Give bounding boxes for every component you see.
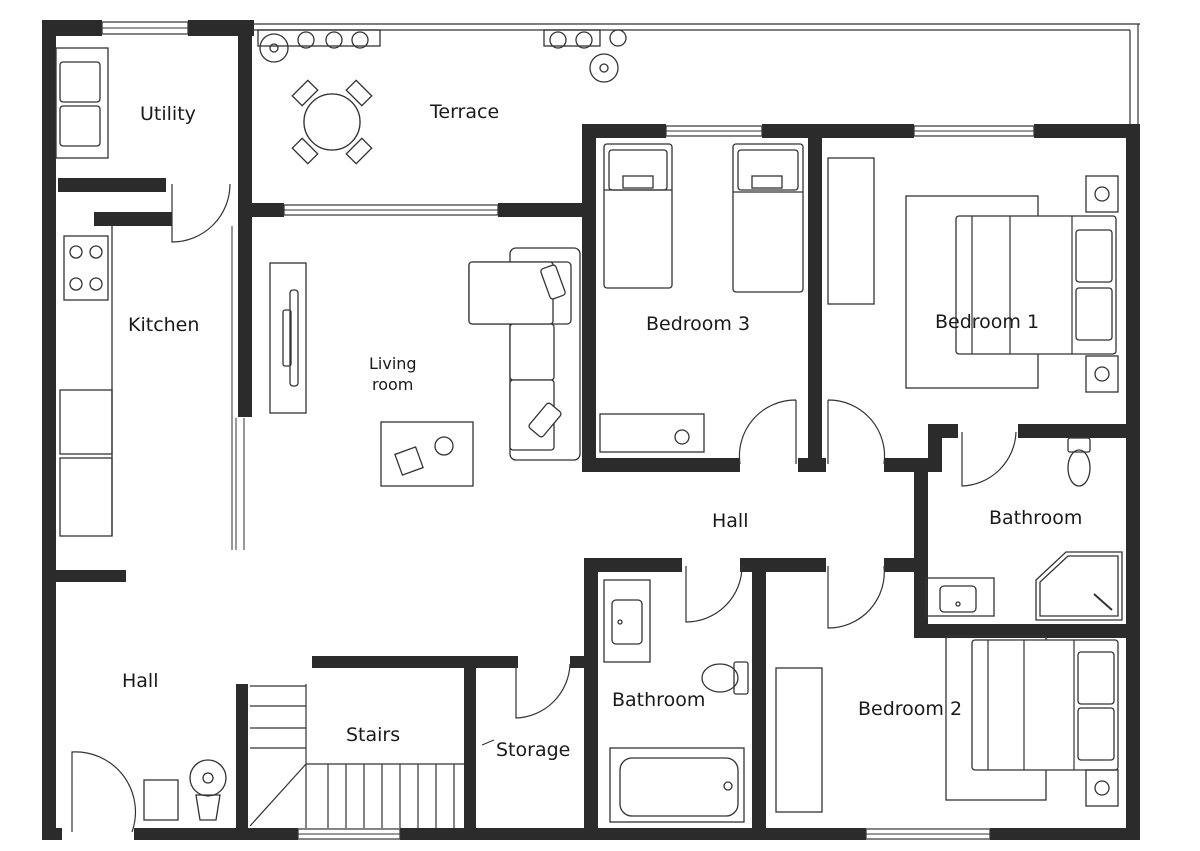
bathtub-icon	[609, 747, 745, 823]
room-label-bathroom-center: Bathroom	[612, 689, 705, 711]
room-label-bedroom3: Bedroom 3	[646, 313, 750, 335]
double-bed-2-icon	[945, 635, 1119, 807]
room-label-stairs: Stairs	[346, 724, 400, 746]
wardrobe-2-icon	[775, 667, 823, 813]
room-label-kitchen: Kitchen	[128, 314, 199, 336]
wardrobe-1-icon	[827, 157, 875, 305]
planter-left-icon	[257, 29, 381, 63]
shower-icon	[1035, 551, 1123, 621]
kitchen-counter-icon	[59, 226, 113, 537]
toilet-center-icon	[701, 661, 749, 695]
walls	[42, 20, 1140, 840]
room-label-hall-lower: Hall	[122, 670, 159, 692]
washer-dryer-icon	[55, 47, 109, 159]
room-label-utility: Utility	[140, 103, 196, 125]
sofa-icon	[468, 247, 581, 461]
terrace-railing	[252, 23, 1140, 124]
room-label-bathroom-right: Bathroom	[989, 507, 1082, 529]
storage-leader-line	[481, 739, 495, 746]
toilet-right-icon	[1067, 437, 1091, 487]
room-label-hall-upper: Hall	[712, 510, 749, 532]
room-label-bedroom1: Bedroom 1	[935, 311, 1039, 333]
sliding-partition	[231, 226, 245, 550]
stairs-icon	[249, 684, 464, 828]
doors	[71, 183, 1017, 833]
potted-plant-icon	[189, 759, 227, 821]
dining-table-icon	[291, 79, 373, 165]
room-label-terrace: Terrace	[429, 101, 499, 123]
desk-icon	[599, 413, 705, 453]
sink-center-icon	[603, 579, 651, 663]
room-label-storage: Storage	[496, 739, 570, 761]
single-bed-1-icon	[603, 143, 673, 289]
double-bed-1-icon	[905, 175, 1119, 393]
sink-right-icon	[925, 577, 995, 617]
room-label-living-line1: Living	[369, 354, 417, 373]
hall-cabinet-icon	[143, 779, 179, 821]
planter-right-icon	[543, 29, 627, 83]
room-label-bedroom2: Bedroom 2	[858, 698, 962, 720]
single-bed-2-icon	[732, 143, 804, 293]
tv-unit-icon	[269, 262, 307, 414]
room-label-living-line2: room	[372, 375, 413, 394]
coffee-table-icon	[380, 421, 474, 487]
windows	[101, 21, 1035, 840]
